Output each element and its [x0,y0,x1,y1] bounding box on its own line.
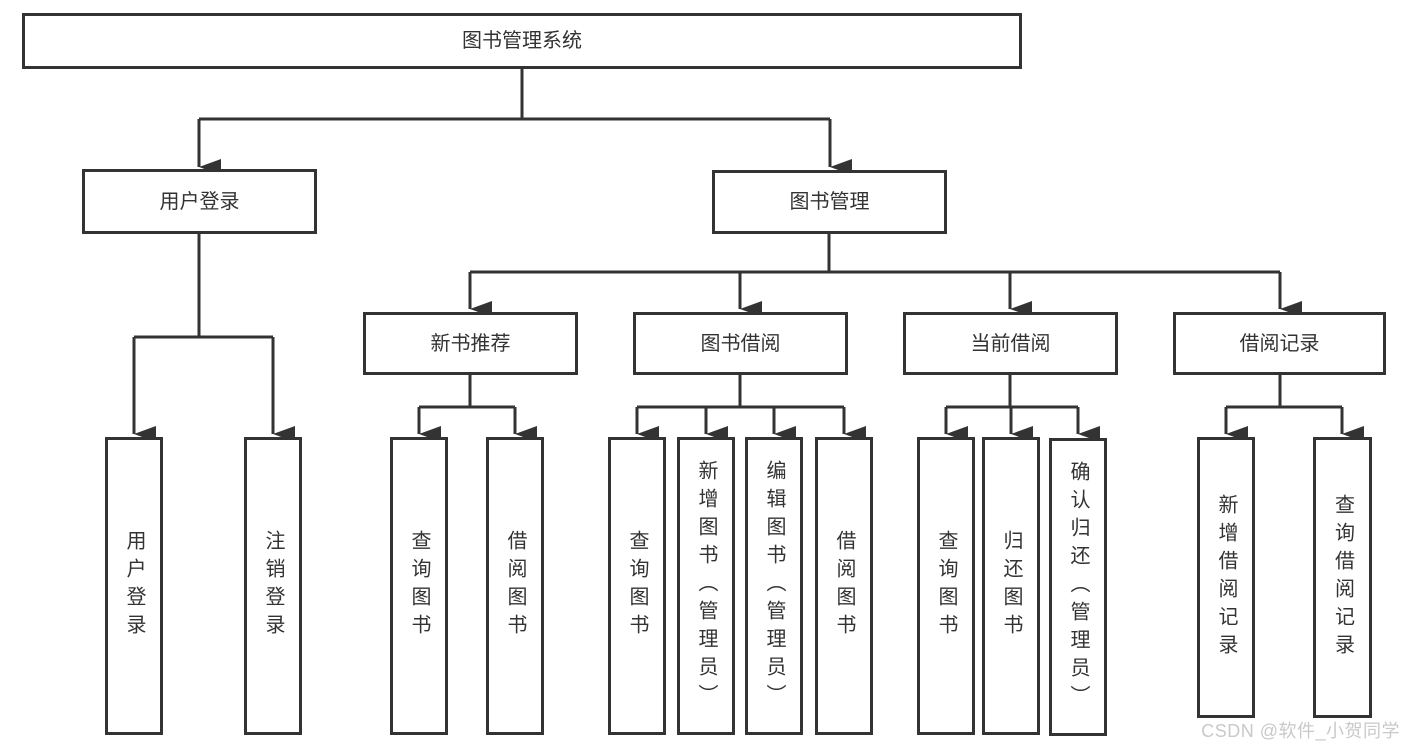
leaf-bb-borrow-books: 借阅图书 [815,437,873,735]
node-current-borrow: 当前借阅 [903,312,1118,375]
leaf-bb-edit-books-admin: 编辑图书（管理员） [745,437,803,735]
csdn-watermark: CSDN @软件_小贺同学 [1201,721,1400,741]
leaf-bb-add-books-admin: 新增图书（管理员） [677,437,735,735]
leaf-cb-query-books: 查询图书 [917,437,975,735]
node-book-borrow: 图书借阅 [633,312,848,375]
leaf-cb-confirm-return-admin: 确认归还（管理员） [1049,438,1107,736]
leaf-br-query-record: 查询借阅记录 [1313,437,1372,718]
node-user-login: 用户登录 [82,169,317,234]
node-book-management: 图书管理 [712,170,947,234]
leaf-user-login: 用户登录 [105,437,163,735]
leaf-bb-query-books: 查询图书 [608,437,666,735]
leaf-logout-login: 注销登录 [244,437,302,735]
node-borrow-records: 借阅记录 [1173,312,1386,375]
leaf-cb-return-books: 归还图书 [982,437,1040,735]
node-library-management-system: 图书管理系统 [22,13,1022,69]
leaf-nbr-borrow-books: 借阅图书 [486,437,544,735]
leaf-br-add-record: 新增借阅记录 [1197,437,1255,718]
leaf-nbr-query-books: 查询图书 [390,437,448,735]
node-new-book-recommend: 新书推荐 [363,312,578,375]
